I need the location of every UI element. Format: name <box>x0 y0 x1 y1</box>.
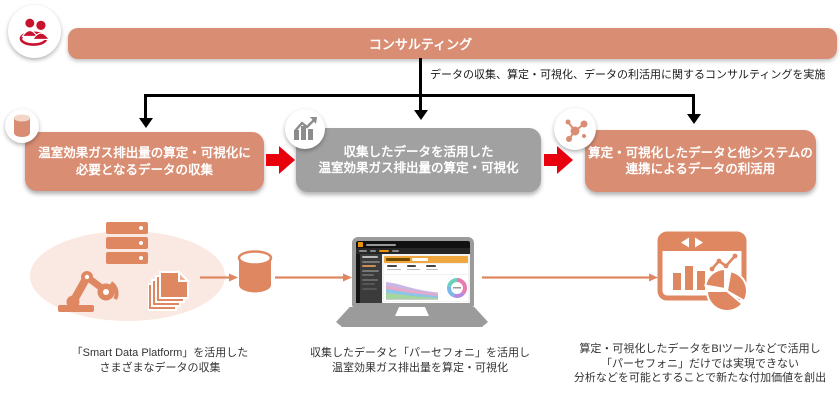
people-icon-glyph <box>19 18 50 46</box>
network-icon-glyph <box>565 119 588 142</box>
bi-report-icon <box>656 231 752 320</box>
robot-arm-icon-glyph <box>58 271 119 312</box>
database-icon-glyph <box>14 114 30 137</box>
server-icon <box>106 222 148 271</box>
growth-chart-icon <box>285 109 325 149</box>
people-icon <box>8 5 61 58</box>
documents-icon-glyph <box>147 269 191 311</box>
dashboard-sidebar <box>360 254 382 303</box>
step3-line1: 算定・可視化したデータと他システムの <box>588 145 813 160</box>
dashboard-title-bar <box>384 256 468 263</box>
caption1-line2: さまざまなデータの収集 <box>99 361 221 374</box>
dashboard-navbar <box>356 248 470 254</box>
caption3-line1: 算定・可視化したデータをBIツールなどで活用し <box>579 343 821 355</box>
step1-line1: 温室効果ガス排出量の算定・可視化に <box>38 146 251 161</box>
connector-drop-left <box>144 94 147 118</box>
flow-arrow-1 <box>200 269 238 287</box>
caption1-line1: 「Smart Data Platform」を活用した <box>71 347 249 359</box>
dashboard-main <box>382 254 470 303</box>
arrowhead-right <box>687 114 701 124</box>
database-icon <box>5 109 39 143</box>
step2-line1: 収集したデータを活用した <box>343 144 494 159</box>
flow-arrow-3 <box>482 269 658 287</box>
flow-arrow-1-glyph <box>200 273 238 282</box>
consulting-banner-label: コンサルティング <box>368 37 473 52</box>
dashboard-app <box>356 241 470 303</box>
arrowhead-center <box>414 110 428 120</box>
flow-arrow-2 <box>275 269 352 287</box>
caption3-line3: 分析などを可能とすることで新たな付加価値を創出 <box>573 372 827 384</box>
caption3-line2: 「パーセフォニ」だけでは実現できない <box>601 357 799 370</box>
step-box-data-collection: 温室効果ガス排出量の算定・可視化に 必要となるデータの収集 <box>25 132 264 191</box>
step-box-calculation-visualization: 収集したデータを活用した 温室効果ガス排出量の算定・可視化 <box>296 128 541 192</box>
robot-arm-icon <box>58 262 120 317</box>
step3-line2: 連携によるデータの利活用 <box>625 162 776 176</box>
dashboard-area-chart <box>386 282 438 300</box>
connector-drop-center <box>419 94 422 110</box>
dashboard-topbar <box>356 241 470 248</box>
dashboard-stats <box>384 264 468 274</box>
dashboard-donut-chart <box>447 278 467 298</box>
caption2-line1: 収集したデータと「パーセフォニ」を活用し <box>310 347 530 359</box>
bi-report-icon-glyph <box>657 231 748 313</box>
flow-arrow-2-glyph <box>275 273 352 282</box>
caption2-line2: 温室効果ガス排出量を算定・可視化 <box>332 361 508 374</box>
red-flow-arrow-1 <box>266 146 296 174</box>
dashboard-icon-rail <box>356 254 360 303</box>
laptop-notch <box>395 307 429 316</box>
laptop-screen <box>352 237 474 307</box>
caption-persefoni: 収集したデータと「パーセフォニ」を活用し 温室効果ガス排出量を算定・可視化 <box>285 346 555 375</box>
step2-line2: 温室効果ガス排出量の算定・可視化 <box>318 161 519 175</box>
consulting-banner: コンサルティング <box>68 28 837 59</box>
database-cylinder-icon <box>237 250 273 299</box>
connector-stem <box>419 58 422 97</box>
laptop-base <box>336 307 488 327</box>
dashboard-legend <box>384 302 468 303</box>
network-icon <box>554 108 596 150</box>
red-flow-arrow-2 <box>544 146 574 174</box>
step-box-data-utilization: 算定・可視化したデータと他システムの 連携によるデータの利活用 <box>585 130 816 192</box>
documents-icon <box>147 258 192 317</box>
flow-arrow-3-glyph <box>482 273 658 282</box>
server-icon-glyph <box>106 222 148 264</box>
consulting-note: データの収集、算定・可視化、データの利活用に関するコンサルティングを実施 <box>430 69 826 81</box>
step1-line2: 必要となるデータの収集 <box>75 162 214 177</box>
growth-chart-icon-glyph <box>294 117 317 140</box>
caption-data-collection: 「Smart Data Platform」を活用した さまざまなデータの収集 <box>25 346 295 375</box>
connector-drop-right <box>692 94 695 114</box>
caption-bi-tools: 算定・可視化したデータをBIツールなどで活用し 「パーセフォニ」だけでは実現でき… <box>558 342 840 386</box>
dashboard-logo-icon <box>358 242 363 247</box>
arrowhead-left <box>139 118 153 128</box>
database-cylinder-glyph <box>237 250 273 293</box>
